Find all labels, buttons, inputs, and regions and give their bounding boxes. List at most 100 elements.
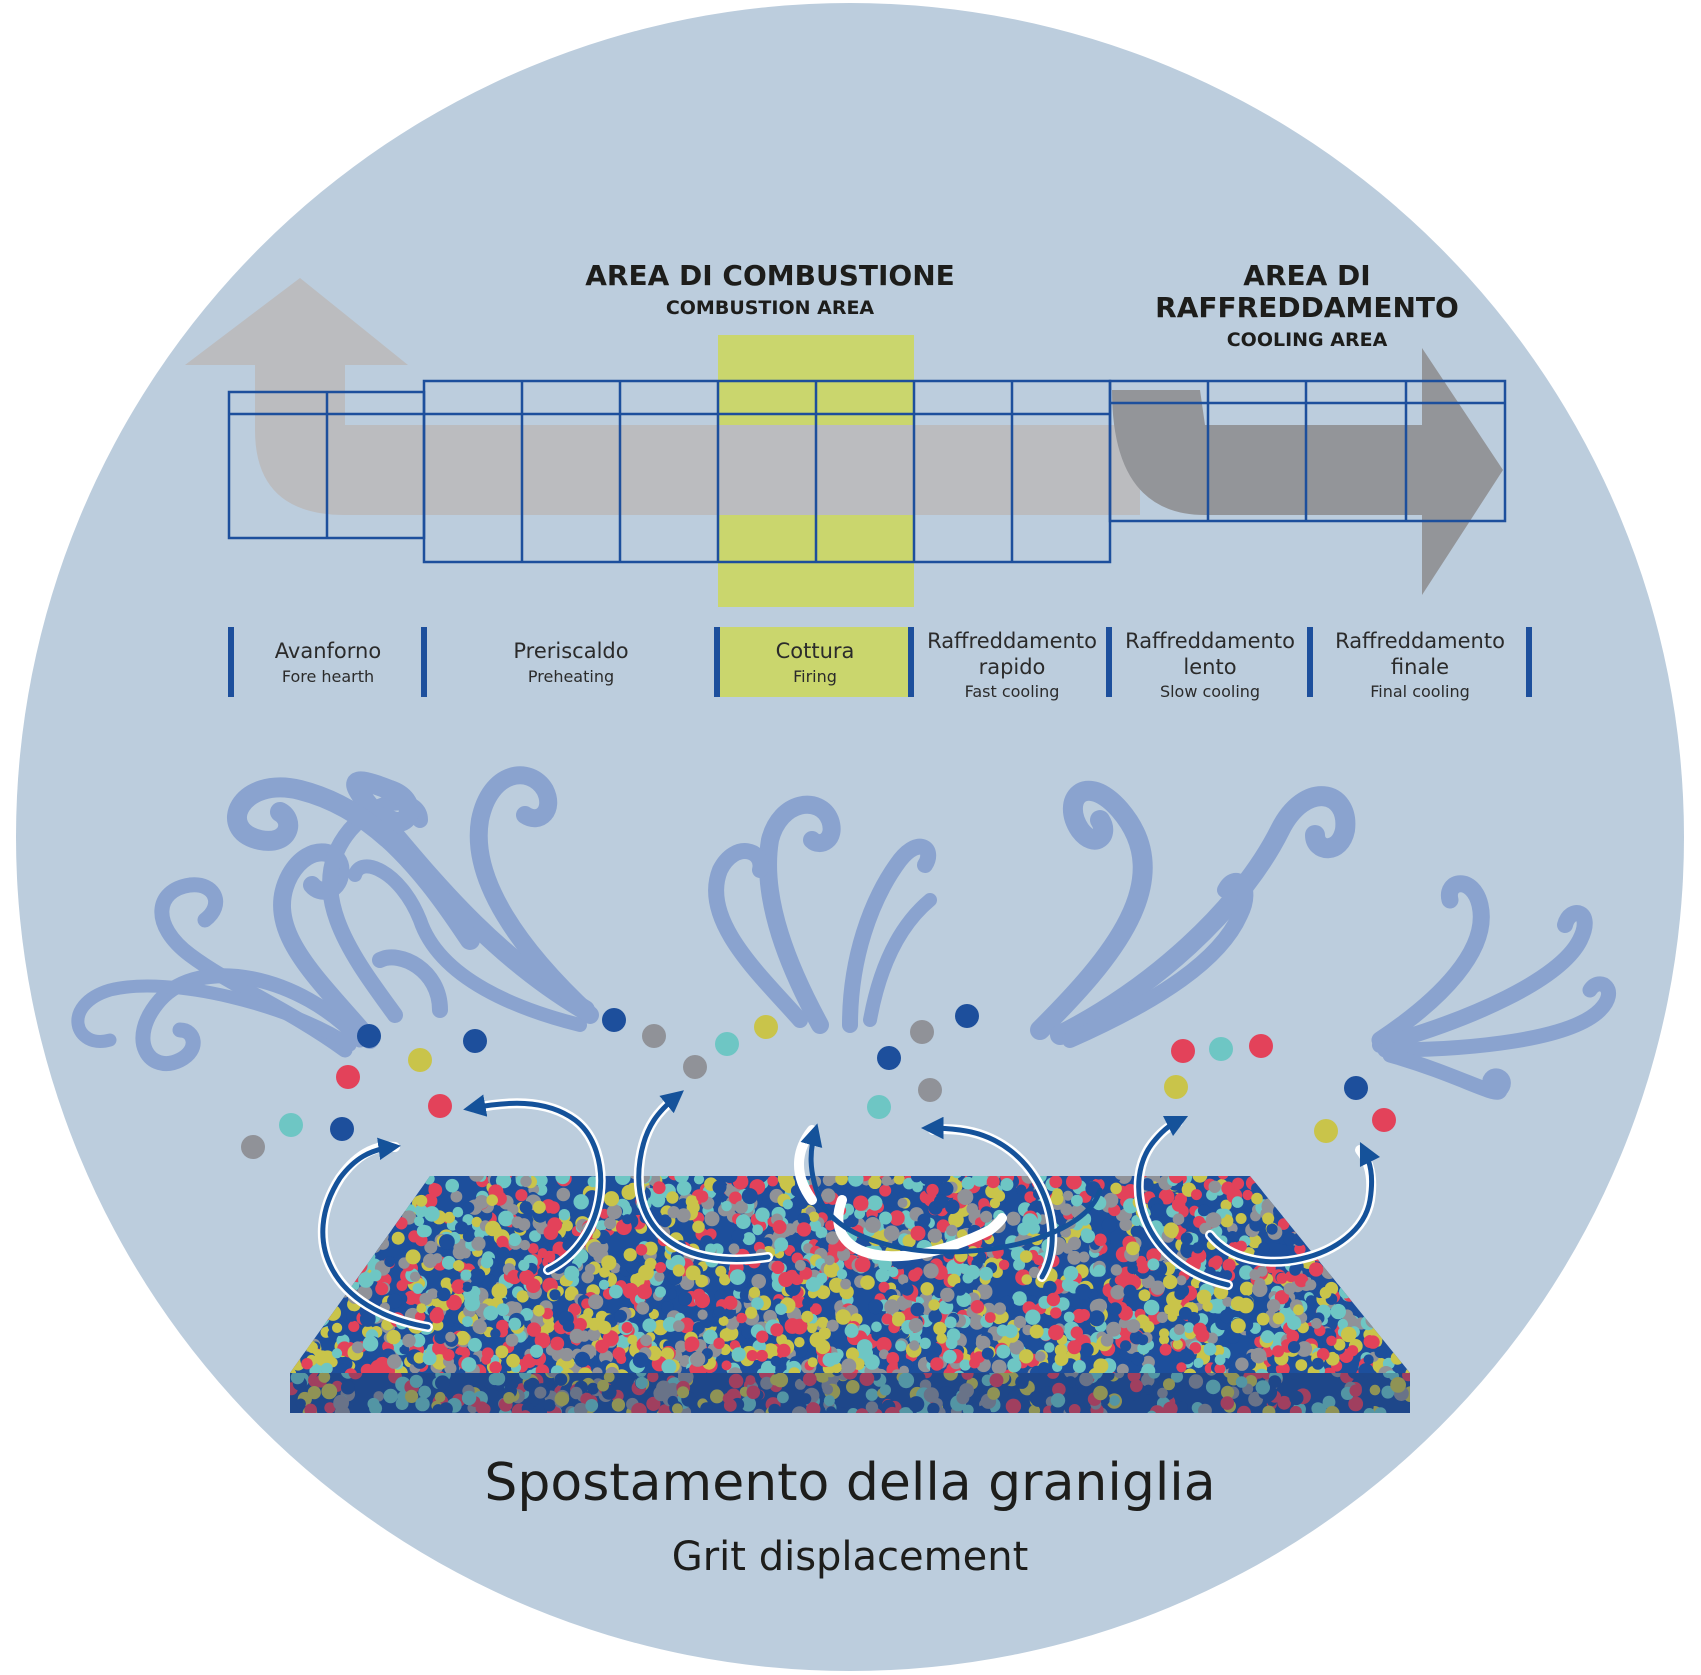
- grit-texture-dot: [333, 1395, 349, 1411]
- grit-texture-dot: [1294, 1243, 1306, 1255]
- grit-texture-dot: [411, 1333, 426, 1348]
- grit-texture-dot: [1192, 1176, 1208, 1183]
- grit-texture-dot: [460, 1269, 472, 1281]
- grit-texture-dot: [622, 1282, 639, 1299]
- grit-texture-dot: [1176, 1275, 1187, 1286]
- grit-texture-dot: [729, 1191, 742, 1205]
- grit-texture-dot: [1289, 1263, 1301, 1276]
- grit-texture-dot: [927, 1228, 942, 1243]
- grit-texture-dot: [1340, 1326, 1357, 1343]
- grit-texture-dot: [879, 1211, 892, 1225]
- grit-texture-dot: [1068, 1404, 1081, 1413]
- grit-texture-dot: [959, 1359, 971, 1371]
- grit-texture-dot: [666, 1288, 677, 1300]
- grit-texture-dot: [568, 1303, 581, 1316]
- grit-texture-dot: [884, 1299, 900, 1315]
- grit-texture-dot: [508, 1233, 522, 1247]
- grit-texture-dot: [1166, 1227, 1178, 1239]
- grit-texture-dot: [570, 1386, 583, 1400]
- grit-texture-dot: [1251, 1192, 1263, 1205]
- grit-texture-dot: [402, 1333, 416, 1348]
- grit-texture-dot: [1172, 1213, 1185, 1225]
- grit-texture-dot: [661, 1359, 677, 1373]
- zone-label-it-line1: Raffreddamento: [1125, 629, 1295, 653]
- grit-texture-dot: [1358, 1363, 1374, 1373]
- displacement-arrow: [320, 1137, 431, 1330]
- combustion-area-title: AREA DI COMBUSTIONE: [585, 259, 955, 292]
- swirl-icon: [71, 979, 357, 1052]
- grit-texture-dot: [1289, 1390, 1304, 1406]
- grit-texture-dot: [1319, 1286, 1332, 1299]
- grit-texture-dot: [957, 1189, 974, 1205]
- grit-texture-dot: [817, 1316, 829, 1329]
- grit-texture-dot: [462, 1201, 475, 1214]
- grit-texture-dot: [992, 1311, 1005, 1325]
- grit-texture-dot: [588, 1294, 604, 1310]
- grit-texture-dot: [1250, 1347, 1267, 1364]
- grit-texture-dot: [909, 1340, 920, 1351]
- grit-texture-dot: [405, 1389, 419, 1403]
- grit-texture-dot: [409, 1271, 421, 1282]
- grit-texture-dot: [898, 1274, 909, 1285]
- grit-texture-dot: [1174, 1288, 1187, 1300]
- grit-texture-dot: [574, 1351, 591, 1368]
- grit-texture-dot: [836, 1269, 848, 1280]
- swirl-icon: [348, 859, 587, 1032]
- grit-texture-dot: [1137, 1342, 1150, 1355]
- grit-texture-dot: [1071, 1194, 1083, 1207]
- grit-texture-dot: [1206, 1373, 1217, 1376]
- grit-texture-dot: [672, 1403, 683, 1413]
- grit-texture-dot: [844, 1323, 859, 1338]
- grit-particle: [336, 1065, 360, 1089]
- grit-texture-dot: [646, 1345, 662, 1361]
- grit-texture-dot: [984, 1312, 996, 1323]
- grit-texture-dot: [692, 1321, 705, 1334]
- swirl-icon: [863, 893, 937, 1027]
- grit-texture-dot: [845, 1347, 860, 1361]
- grit-texture-dot: [505, 1333, 519, 1347]
- flow-arrow-dark: [1112, 348, 1503, 595]
- swirl-icon: [842, 838, 937, 1033]
- grit-texture-dot: [956, 1391, 970, 1405]
- grit-texture-dot: [1348, 1396, 1364, 1412]
- grit-texture-dot: [1294, 1273, 1309, 1288]
- grit-texture-dot: [1138, 1289, 1151, 1302]
- grit-texture-dot: [962, 1404, 974, 1413]
- grit-texture-dot: [462, 1230, 475, 1243]
- grit-texture-dot: [714, 1289, 728, 1303]
- grit-texture-dot: [1256, 1312, 1270, 1326]
- grit-texture-dot: [965, 1264, 980, 1280]
- grit-texture-dot: [383, 1388, 399, 1404]
- grit-texture-dot: [686, 1200, 700, 1215]
- grit-texture-dot: [1093, 1358, 1109, 1373]
- grit-texture-dot: [666, 1191, 679, 1204]
- grit-texture-dot: [413, 1352, 425, 1364]
- grit-texture-dot: [879, 1184, 892, 1197]
- grit-texture-dot: [489, 1361, 502, 1373]
- swirl-icon: [346, 771, 595, 1020]
- grit-texture-dot: [1188, 1374, 1204, 1389]
- grit-texture-dot: [635, 1373, 647, 1378]
- grit-texture-dot: [1235, 1240, 1247, 1253]
- displacement-arrows-blue: [320, 1090, 1381, 1330]
- swirl-icon: [1030, 780, 1153, 1040]
- grit-texture-dot: [661, 1301, 674, 1314]
- grit-texture-dot: [348, 1320, 360, 1332]
- grit-particle: [877, 1046, 901, 1070]
- grit-texture-dot: [876, 1337, 892, 1353]
- grit-texture-dot: [848, 1176, 864, 1187]
- grit-texture-dot: [1248, 1234, 1262, 1249]
- grit-texture-dot: [1333, 1338, 1346, 1351]
- grit-texture-dot: [623, 1248, 637, 1262]
- grit-texture-dot: [728, 1373, 744, 1389]
- zone-firing: Cottura Firing: [776, 639, 855, 686]
- grit-texture-dot: [1362, 1373, 1377, 1380]
- grit-texture-dot: [824, 1255, 835, 1266]
- grit-texture-dot: [825, 1220, 836, 1231]
- grit-texture-dot: [1169, 1176, 1184, 1184]
- grit-texture-dot: [437, 1287, 451, 1302]
- grit-texture-dot: [836, 1407, 848, 1413]
- grit-texture-dot: [765, 1367, 776, 1373]
- grit-texture-dot: [445, 1331, 456, 1343]
- grit-texture-dot: [480, 1255, 494, 1269]
